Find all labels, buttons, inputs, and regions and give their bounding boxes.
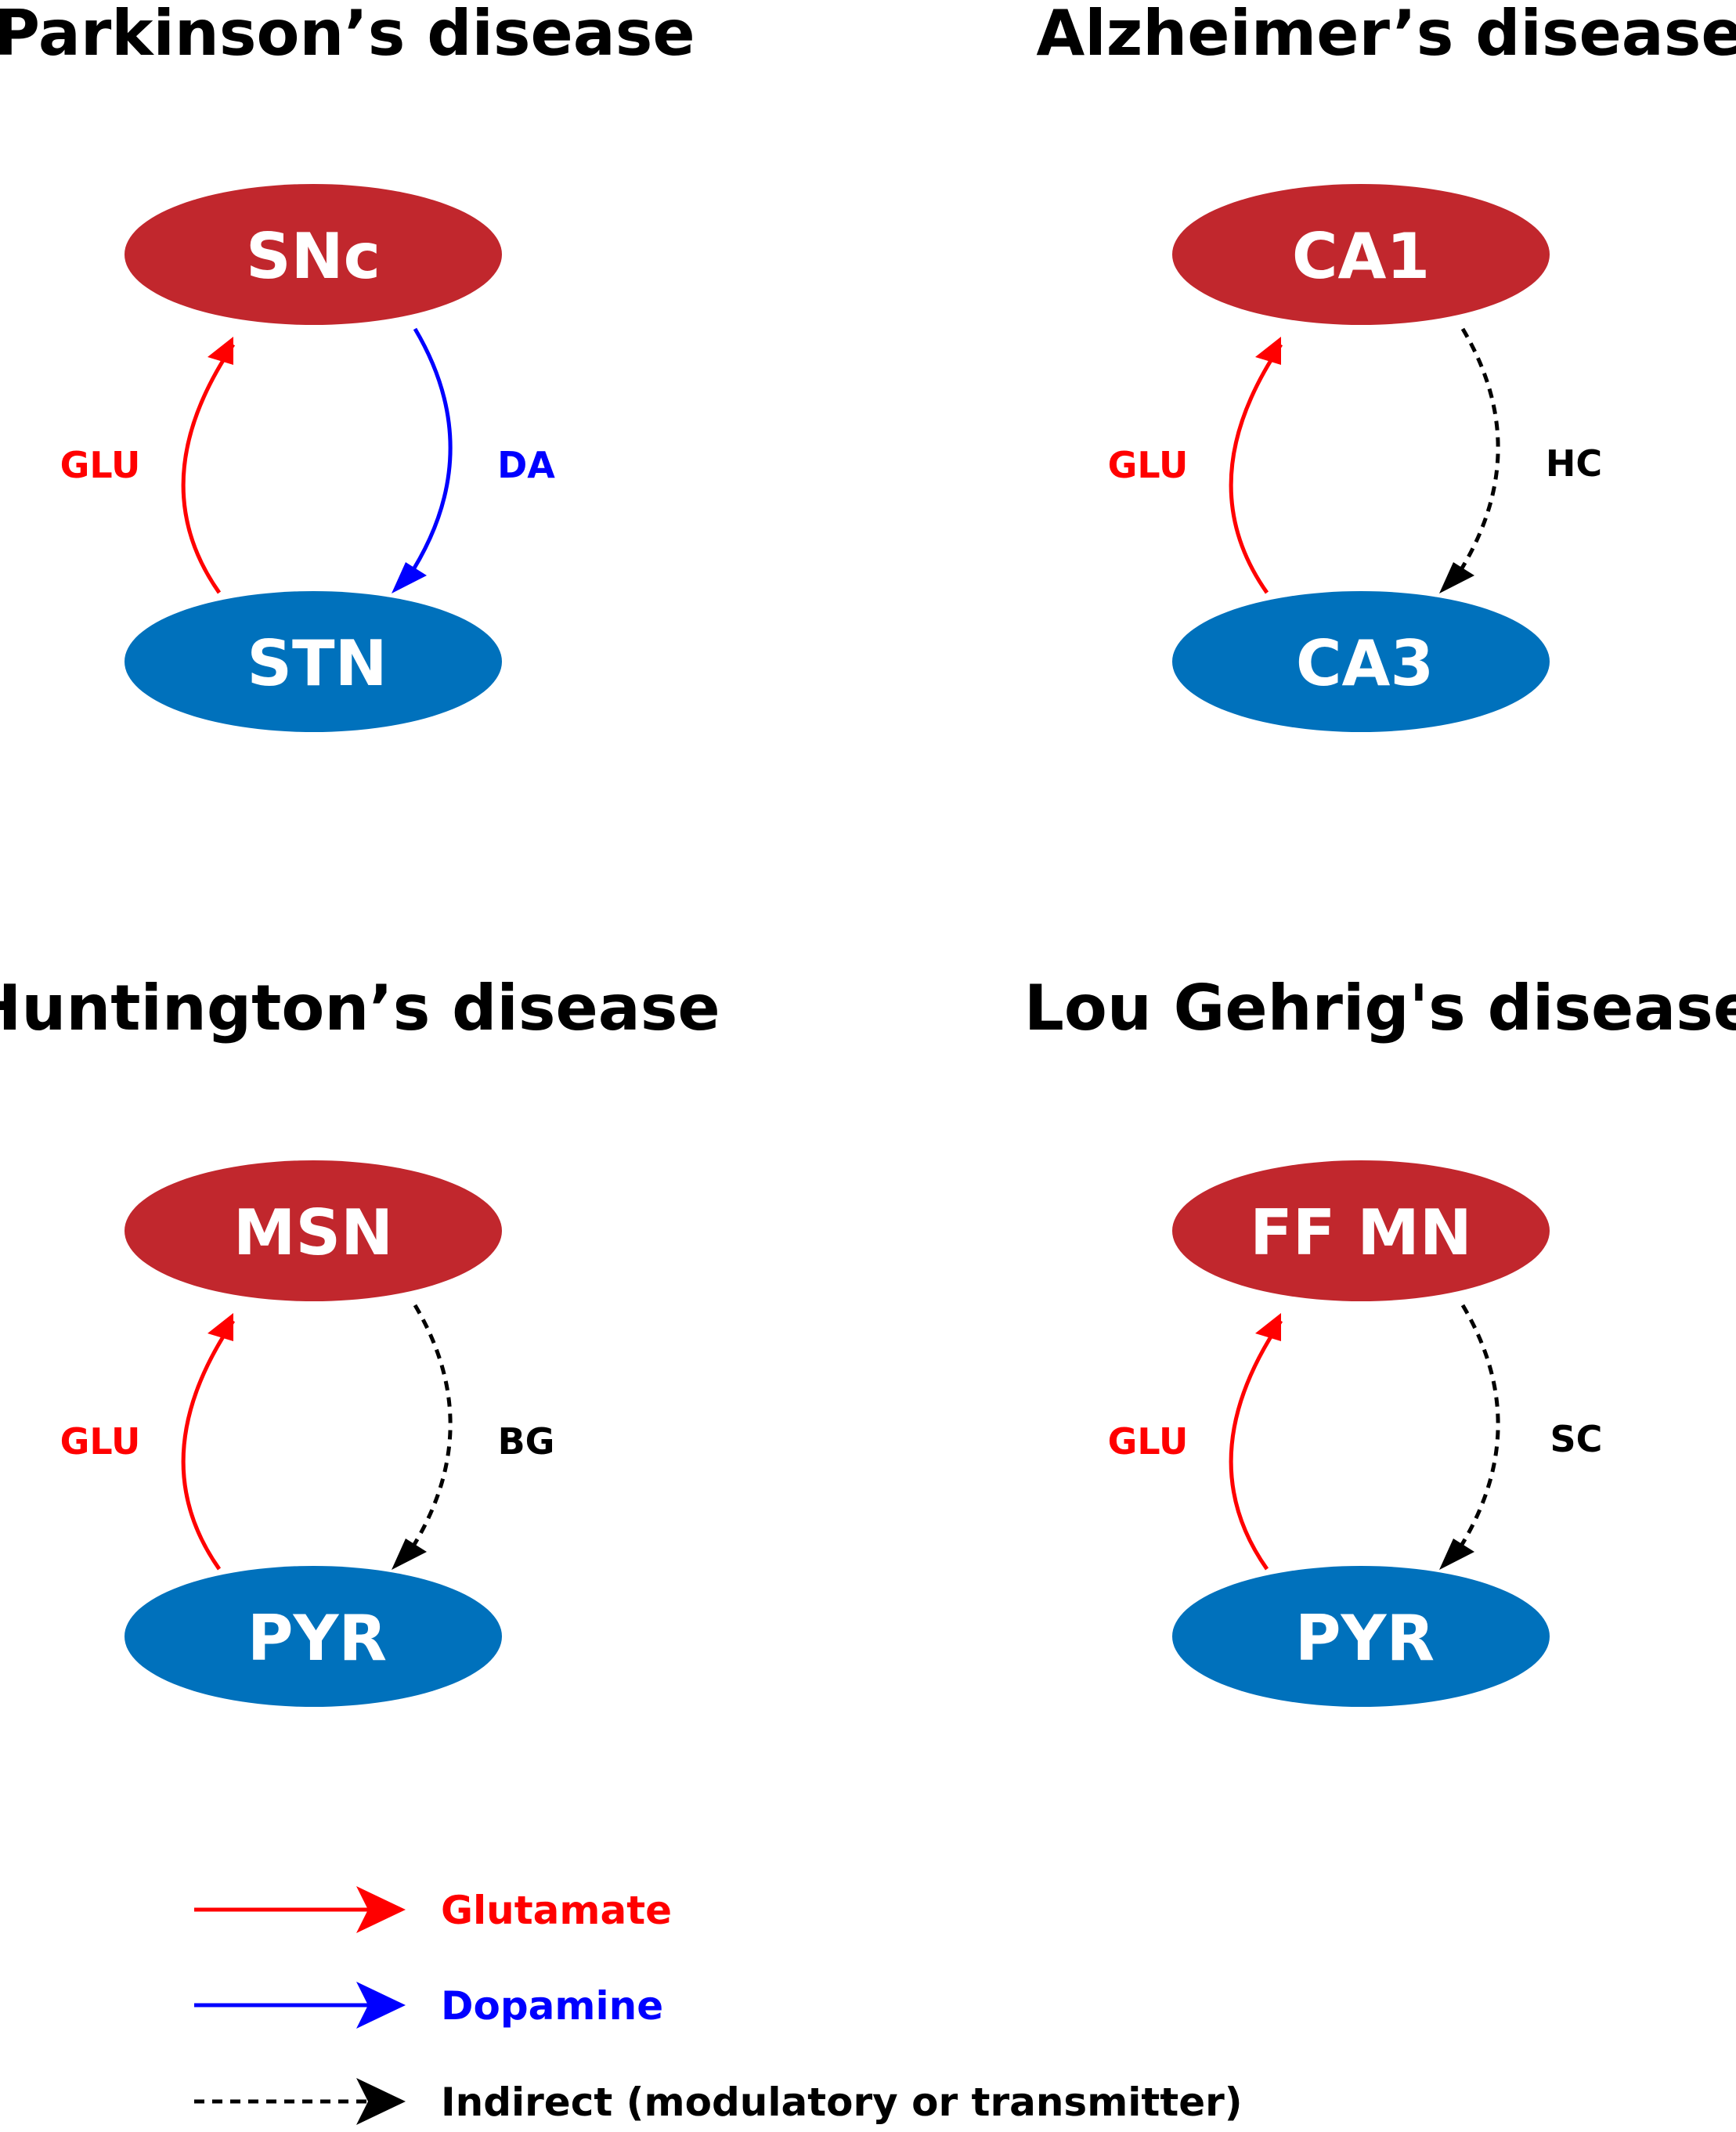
top-node-label: SNc xyxy=(246,220,381,293)
down-label: SC xyxy=(1550,1418,1603,1460)
down-arrowhead xyxy=(1439,562,1474,593)
bottom-node-label: CA3 xyxy=(1296,627,1434,700)
bottom-node-label: STN xyxy=(247,627,387,700)
down-label: BG xyxy=(498,1420,555,1463)
panel-title: Alzheimer’s disease xyxy=(1036,0,1736,70)
legend-label: Glutamate xyxy=(441,1888,672,1933)
legend-label: Indirect (modulatory or transmitter) xyxy=(441,2080,1243,2125)
down-label: HC xyxy=(1546,442,1602,485)
glutamate-arrowhead xyxy=(1255,337,1281,365)
glutamate-arrowhead xyxy=(208,337,233,365)
down-arrow xyxy=(1453,327,1500,581)
legend-arrowhead xyxy=(356,1886,406,1933)
bottom-node-ellipse xyxy=(125,591,502,732)
bottom-node-label: PYR xyxy=(1295,1602,1435,1675)
top-node-ellipse xyxy=(1172,184,1550,325)
panel-title: Lou Gehrig's disease xyxy=(1024,972,1736,1044)
glutamate-arrow xyxy=(181,1319,236,1571)
glu-label: GLU xyxy=(1108,444,1189,486)
down-arrowhead xyxy=(1439,1539,1474,1570)
down-arrow xyxy=(1453,1304,1500,1557)
glu-label: GLU xyxy=(60,1420,141,1463)
glu-label: GLU xyxy=(60,444,141,486)
bottom-node-label: PYR xyxy=(247,1602,387,1675)
top-node-ellipse xyxy=(125,184,502,325)
bottom-node-ellipse xyxy=(1172,591,1550,732)
glutamate-arrow xyxy=(181,343,236,594)
legend-item-glutamate: Glutamate xyxy=(194,1886,672,1933)
down-label: DA xyxy=(497,444,555,486)
glu-label: GLU xyxy=(1108,1420,1189,1463)
panel-title: Parkinson’s disease xyxy=(0,0,695,70)
panel-title: Huntington’s disease xyxy=(0,972,720,1044)
down-arrow xyxy=(405,327,453,581)
glutamate-arrowhead xyxy=(208,1313,233,1341)
panel-huntingtons: Huntington’s disease MSN PYR GLU BG xyxy=(0,972,720,1707)
glutamate-arrowhead xyxy=(1255,1313,1281,1341)
panel-alzheimers: Alzheimer’s disease CA1 CA3 GLU HC xyxy=(1036,0,1736,732)
top-node-ellipse xyxy=(1172,1160,1550,1301)
top-node-label: MSN xyxy=(233,1196,393,1269)
top-node-label: CA1 xyxy=(1292,220,1430,293)
panel-parkinsons: Parkinson’s disease SNc STN GLU DA xyxy=(0,0,695,732)
legend-item-dopamine: Dopamine xyxy=(194,1982,663,2029)
legend: Glutamate Dopamine Indirect (modulatory … xyxy=(194,1886,1243,2125)
top-node-label: FF MN xyxy=(1250,1196,1472,1269)
bottom-node-ellipse xyxy=(1172,1566,1550,1707)
legend-arrowhead xyxy=(356,1982,406,2029)
panel-lou-gehrigs: Lou Gehrig's disease FF MN PYR GLU SC xyxy=(1024,972,1736,1707)
down-arrowhead xyxy=(392,562,427,593)
legend-arrowhead xyxy=(356,2078,406,2125)
down-arrowhead xyxy=(392,1539,427,1570)
glutamate-arrow xyxy=(1229,1319,1283,1571)
down-arrow xyxy=(405,1304,453,1557)
bottom-node-ellipse xyxy=(125,1566,502,1707)
top-node-ellipse xyxy=(125,1160,502,1301)
legend-item-indirect: Indirect (modulatory or transmitter) xyxy=(194,2078,1243,2125)
glutamate-arrow xyxy=(1229,343,1283,594)
legend-label: Dopamine xyxy=(441,1983,663,2029)
